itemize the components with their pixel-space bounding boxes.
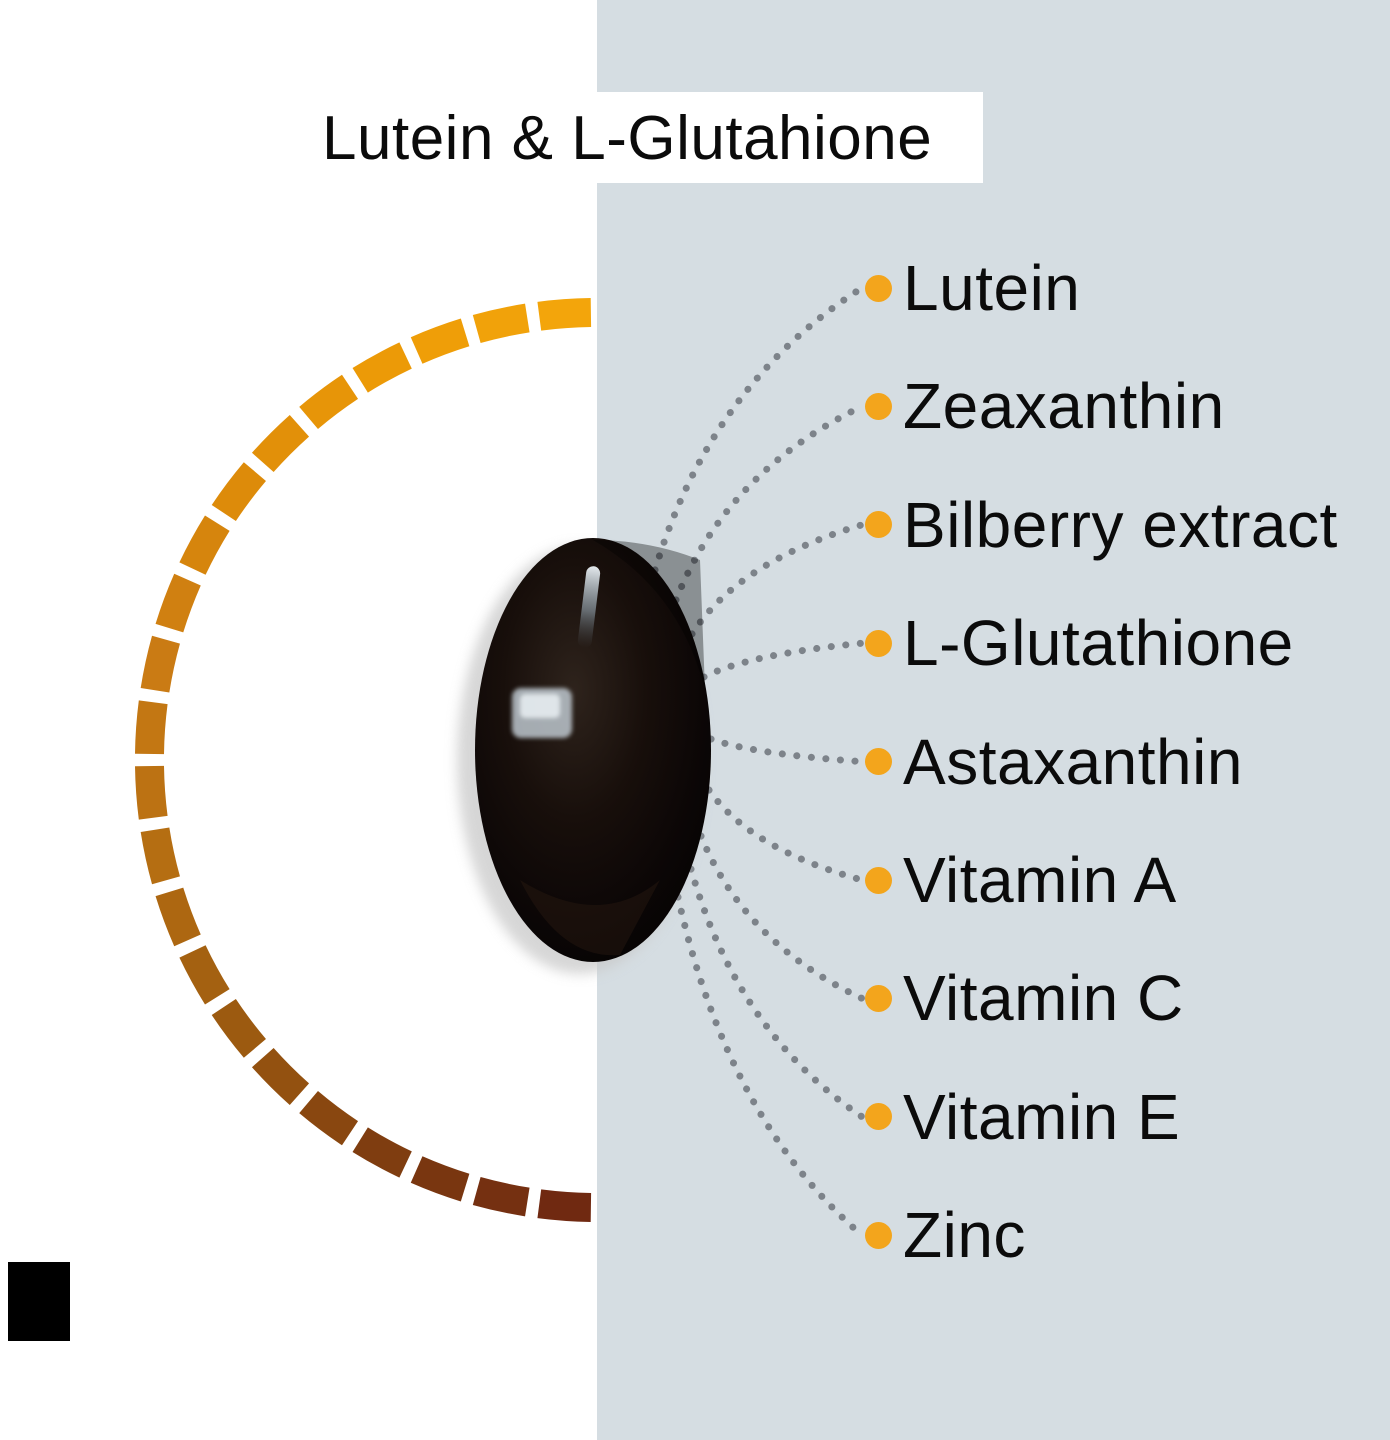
capsule-highlight	[520, 694, 560, 718]
bullet-icon	[865, 866, 892, 894]
dotted-connector-line	[705, 786, 866, 884]
arc-segment	[299, 374, 359, 430]
ingredient-label: Lutein	[903, 252, 1081, 324]
ingredient-label: Vitamin A	[903, 844, 1177, 916]
page-title: Lutein & L-Glutahione	[322, 104, 933, 173]
list-item: Lutein	[865, 251, 1080, 325]
side-label-square-icon	[8, 1262, 70, 1341]
list-item: Vitamin C	[865, 961, 1184, 1035]
ingredient-label: Zeaxanthin	[903, 370, 1225, 443]
arc-segment	[299, 1090, 359, 1146]
arc-segment	[135, 765, 168, 820]
arc-segment	[135, 700, 168, 755]
ingredient-label: Astaxanthin	[903, 725, 1243, 798]
arc-segment	[537, 1189, 592, 1222]
arc-segment	[179, 945, 230, 1005]
dotted-connector-line	[707, 735, 866, 766]
arc-segment	[211, 998, 267, 1058]
bullet-icon	[865, 748, 892, 776]
arc-segment	[140, 635, 181, 693]
arc-segment	[179, 515, 230, 575]
list-item: Bilberry extract	[865, 488, 1338, 562]
arc-segment	[140, 827, 181, 885]
capsule-body	[475, 538, 711, 962]
capsule-facet	[593, 540, 705, 690]
dotted-connector-line	[651, 284, 866, 574]
list-item: Vitamin E	[865, 1080, 1180, 1154]
dotted-connector-line	[688, 521, 866, 638]
arc-segment	[155, 573, 201, 633]
list-item: Zeaxanthin	[865, 369, 1225, 443]
capsule-highlight	[577, 566, 601, 648]
capsule-image	[457, 538, 711, 974]
gradient-dashed-arc	[135, 298, 592, 1222]
title-strip: Lutein & L-Glutahione	[0, 92, 983, 183]
arc-segment	[410, 1156, 470, 1202]
dotted-connector-line	[700, 639, 866, 681]
arc-segment	[352, 342, 412, 393]
dotted-connector-line	[697, 832, 866, 1002]
list-item: Astaxanthin	[865, 725, 1243, 799]
bullet-icon	[865, 1103, 892, 1131]
side-label: EYE FORMULA	[0, 913, 6, 1314]
arc-segment	[155, 887, 201, 947]
dotted-connectors	[651, 284, 866, 1239]
right-panel-background	[597, 0, 1390, 1440]
arc-segment	[472, 303, 530, 344]
dotted-connector-line	[672, 402, 866, 604]
dotted-connector-line	[687, 865, 866, 1121]
ingredient-label: Vitamin E	[903, 1080, 1181, 1153]
list-item: Zinc	[865, 1198, 1026, 1272]
arc-segment	[410, 318, 470, 364]
arc-segment	[537, 298, 592, 331]
dotted-connector-line	[674, 893, 866, 1239]
capsule-facet	[520, 880, 660, 956]
arc-segment	[352, 1127, 412, 1178]
ingredient-label: Bilberry extract	[903, 488, 1338, 561]
bullet-icon	[865, 511, 892, 539]
bullet-icon	[865, 984, 892, 1012]
arc-segment	[251, 414, 310, 473]
arc-segment	[251, 1047, 310, 1106]
list-item: Vitamin A	[865, 843, 1177, 917]
arc-segment	[211, 462, 267, 522]
ingredient-label: Vitamin C	[903, 962, 1184, 1035]
bullet-icon	[865, 274, 892, 302]
bullet-icon	[865, 1221, 892, 1249]
arc-segment	[472, 1176, 530, 1217]
list-item: L-Glutathione	[865, 606, 1294, 680]
bullet-icon	[865, 392, 892, 420]
ingredient-label: L-Glutathione	[903, 607, 1294, 680]
ingredient-label: Zinc	[903, 1199, 1026, 1272]
bullet-icon	[865, 629, 892, 657]
